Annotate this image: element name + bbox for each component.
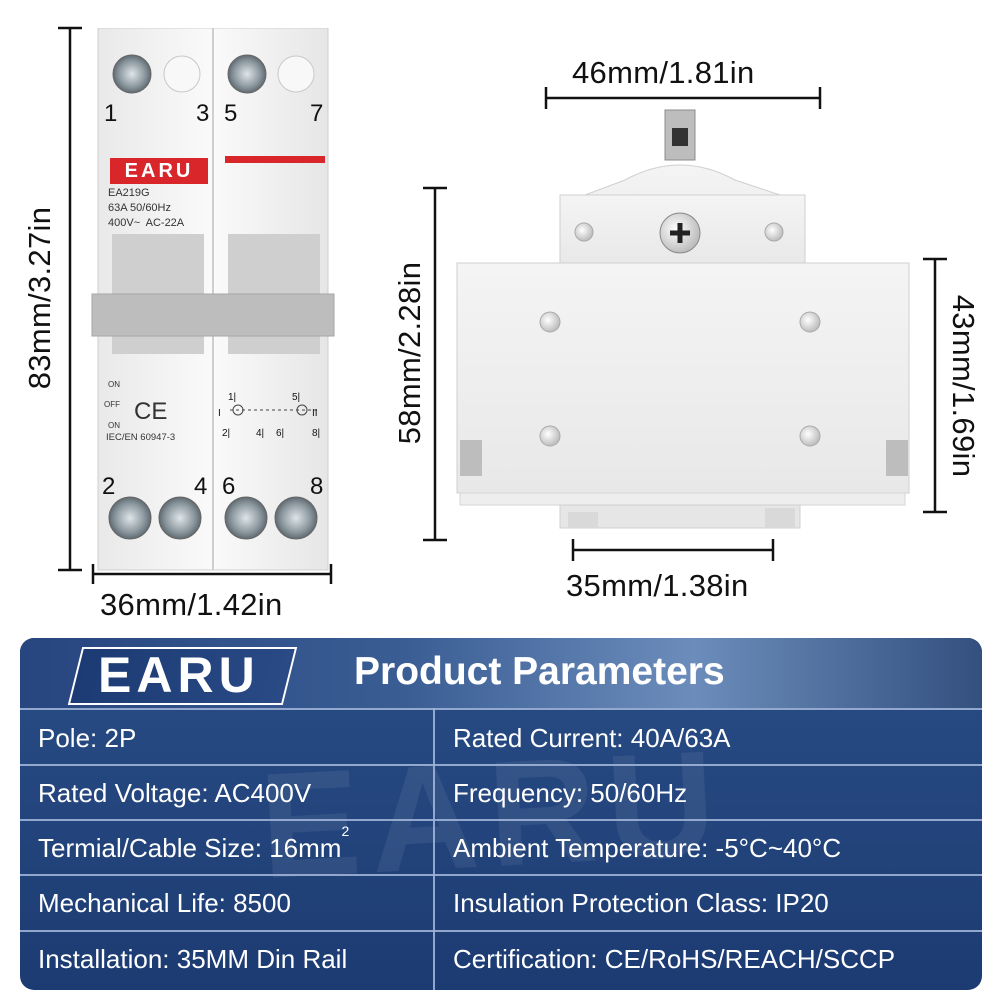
side-height-label: 58mm/2.28in [392, 261, 427, 445]
param-rated-current: Rated Current: 40A/63A [453, 723, 731, 753]
module-height-label: 43mm/1.69in [946, 294, 981, 478]
panel-logo: EARU [98, 647, 260, 703]
row-divider [20, 930, 982, 932]
row-divider [20, 819, 982, 821]
rail-width-label: 35mm/1.38in [566, 568, 749, 603]
diagram-4: 4| [256, 428, 265, 439]
diagram-1: 1| [228, 392, 237, 403]
param-rated-voltage: Rated Voltage: AC400V [38, 778, 312, 808]
param-cable-size-text: Termial/Cable Size: 16mm [38, 833, 342, 863]
switch-on2-label: ON [108, 421, 120, 430]
param-pole: Pole: 2P [38, 723, 137, 753]
param-insulation-class: Insulation Protection Class: IP20 [453, 888, 829, 918]
width-label: 36mm/1.42in [100, 587, 283, 622]
panel-title: Product Parameters [354, 650, 725, 693]
diagram-2: 2| [222, 428, 231, 439]
terminal-2: 2 [102, 473, 116, 500]
side-view: 46mm/1.81in 58mm/2.28in [380, 0, 1000, 625]
row-divider [20, 708, 982, 710]
terminal-7: 7 [310, 100, 324, 127]
diagram-II: II [312, 408, 318, 419]
switch-off-label: OFF [104, 400, 120, 409]
device-brand-text: EARU [124, 160, 194, 182]
device-brand-logo: EARU [110, 158, 208, 184]
rating-label-2: 400V~ AC-22A [108, 217, 185, 229]
switch-on-label: ON [108, 380, 120, 389]
param-installation: Installation: 35MM Din Rail [38, 944, 348, 974]
front-view: 83mm/3.27in 1 3 [0, 0, 340, 625]
diagram-8: 8| [312, 428, 321, 439]
param-cable-size: Termial/Cable Size: 16mm2 [22, 821, 349, 875]
terminal-3: 3 [196, 100, 210, 127]
panel-header: EARU Product Parameters [20, 638, 982, 708]
row-divider [20, 764, 982, 766]
param-mechanical-life: Mechanical Life: 8500 [38, 888, 291, 918]
terminal-6: 6 [222, 473, 236, 500]
param-frequency: Frequency: 50/60Hz [453, 778, 688, 808]
diagram-6: 6| [276, 428, 285, 439]
rail-dimension-line [571, 539, 775, 561]
terminal-8: 8 [310, 473, 324, 500]
side-body [456, 109, 910, 529]
row-divider [20, 874, 982, 876]
width-dimension-line [91, 564, 333, 584]
rating-label-1: 63A 50/60Hz [108, 202, 171, 214]
param-cable-size-sup: 2 [341, 823, 350, 839]
terminal-4: 4 [194, 473, 208, 500]
breaker-body [91, 28, 335, 571]
height-label: 83mm/3.27in [22, 206, 57, 390]
ce-mark: CE [134, 398, 168, 425]
depth-dimension-line [544, 87, 822, 109]
height-dimension-line [58, 26, 82, 572]
depth-label: 46mm/1.81in [572, 55, 755, 90]
terminal-1: 1 [104, 100, 118, 127]
standard-label: IEC/EN 60947-3 [106, 432, 176, 443]
terminal-5: 5 [224, 100, 238, 127]
param-ambient-temperature: Ambient Temperature: -5°C~40°C [453, 833, 842, 863]
side-height-dimension-line [423, 186, 447, 542]
param-certification: Certification: CE/RoHS/REACH/SCCP [453, 944, 896, 974]
diagram-5: 5| [292, 392, 301, 403]
column-divider [433, 708, 435, 990]
module-height-dimension-line [923, 257, 947, 514]
model-label: EA219G [108, 187, 150, 199]
parameters-panel: EARU EARU Product Parameters Pole: 2P Ra… [20, 638, 982, 990]
diagram-I: I [218, 408, 221, 419]
